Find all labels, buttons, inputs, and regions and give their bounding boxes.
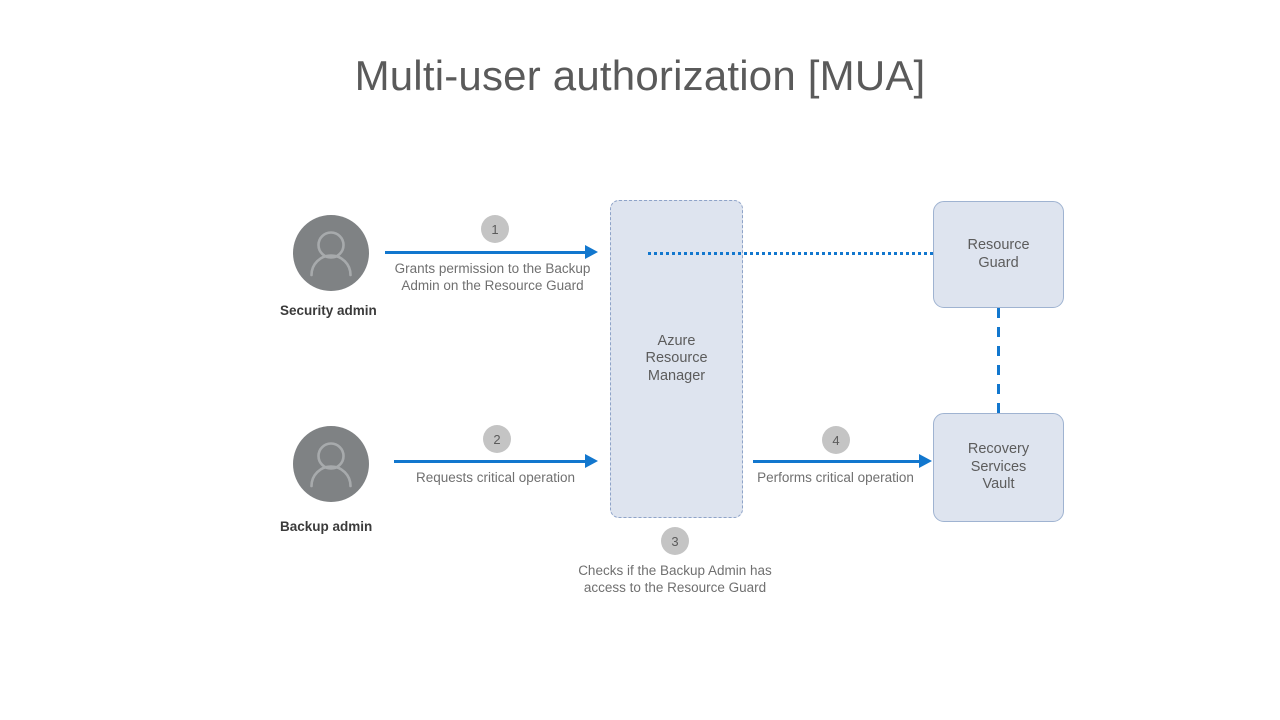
caption-line: Checks if the Backup Admin has — [578, 563, 772, 578]
avatar-backup-admin — [293, 426, 369, 502]
step-caption-2: Requests critical operation — [388, 470, 603, 487]
connector-guard-vault — [997, 308, 1001, 413]
connector-step-2 — [394, 460, 585, 463]
caption-line: Grants permission to the Backup — [394, 261, 591, 276]
node-label-line: Resource — [967, 237, 1030, 253]
node-recovery-services-vault[interactable]: Recovery Services Vault — [933, 413, 1064, 522]
caption-line: Performs critical operation — [757, 470, 914, 485]
person-avatar-icon — [310, 442, 352, 488]
connector-step-4 — [753, 460, 920, 463]
avatar-security-admin — [293, 215, 369, 291]
step-caption-1: Grants permission to the Backup Admin on… — [375, 261, 610, 294]
node-label-line: Services — [970, 458, 1027, 475]
actor-label-security-admin: Security admin — [280, 303, 377, 318]
person-avatar-icon — [310, 231, 352, 277]
connector-step-1 — [385, 251, 585, 254]
node-label-line: Recovery — [967, 441, 1030, 458]
node-resource-guard[interactable]: Resource Guard — [933, 201, 1064, 308]
step-badge-4: 4 — [822, 426, 850, 454]
step-caption-3: Checks if the Backup Admin has access to… — [565, 563, 785, 596]
arrow-head-step-4 — [919, 454, 932, 468]
caption-line: Admin on the Resource Guard — [401, 277, 584, 293]
node-label-line: Vault — [982, 476, 1015, 493]
node-azure-resource-manager[interactable]: Azure Resource Manager — [610, 200, 743, 518]
node-label-line: Azure — [657, 332, 696, 349]
node-label-line: Manager — [647, 367, 706, 384]
node-label-line: Resource — [645, 350, 708, 367]
actor-label-backup-admin: Backup admin — [280, 519, 373, 534]
arrow-head-step-1 — [585, 245, 598, 259]
caption-line: access to the Resource Guard — [583, 579, 767, 595]
page-title: Multi-user authorization [MUA] — [354, 52, 926, 99]
arrow-head-step-2 — [585, 454, 598, 468]
step-badge-1: 1 — [481, 215, 509, 243]
step-badge-3: 3 — [661, 527, 689, 555]
connector-step-3 — [648, 252, 933, 255]
caption-line: Requests critical operation — [415, 470, 576, 485]
step-caption-4: Performs critical operation — [743, 470, 928, 487]
node-label-line: Guard — [978, 254, 1019, 271]
step-badge-2: 2 — [483, 425, 511, 453]
